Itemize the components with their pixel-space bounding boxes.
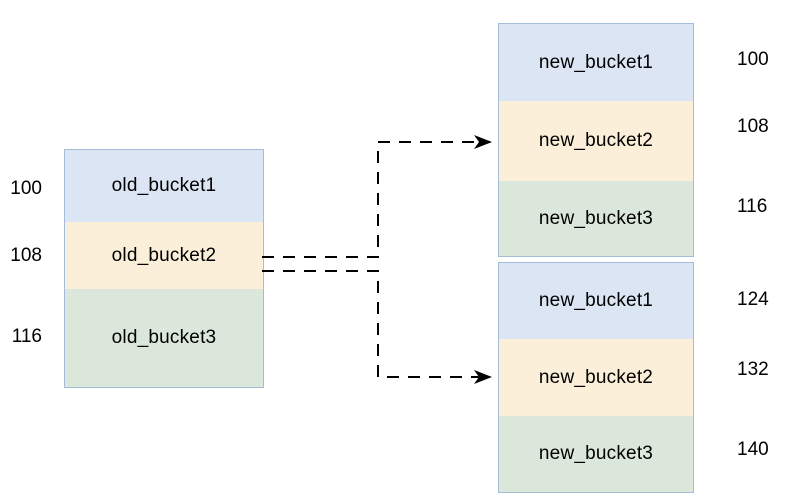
new-bucket1-top-row: new_bucket1	[499, 24, 693, 101]
new-bucket1-bottom-label: new_bucket1	[538, 290, 654, 311]
new-bucket2-bottom-row: new_bucket2	[499, 339, 693, 416]
new-address-3: 116	[737, 196, 768, 217]
old-address-2: 108	[10, 245, 42, 266]
new-address-5: 132	[737, 359, 769, 380]
old-bucket-table: old_bucket1 old_bucket2 old_bucket3	[64, 149, 264, 388]
old-bucket1-row: old_bucket1	[65, 150, 263, 222]
new-bucket3-bottom-row: new_bucket3	[499, 416, 693, 492]
new-bucket-table-top: new_bucket1 new_bucket2 new_bucket3	[498, 23, 694, 257]
old-bucket2-row: old_bucket2	[65, 222, 263, 289]
new-bucket1-top-label: new_bucket1	[538, 51, 654, 73]
connector-old-bucket2-to-new-bucket2-top	[262, 135, 492, 258]
old-bucket2-label: old_bucket2	[111, 244, 217, 266]
new-address-2: 108	[737, 116, 769, 137]
new-bucket-table-bottom: new_bucket1 new_bucket2 new_bucket3	[498, 262, 694, 493]
old-address-1: 100	[10, 178, 42, 199]
new-bucket2-bottom-label: new_bucket2	[538, 366, 654, 388]
new-bucket2-top-row: new_bucket2	[499, 101, 693, 181]
old-bucket3-row: old_bucket3	[65, 289, 263, 387]
old-address-3: 116	[11, 326, 42, 347]
new-address-4: 124	[737, 289, 769, 310]
new-bucket3-top-row: new_bucket3	[499, 181, 693, 256]
new-bucket3-top-label: new_bucket3	[538, 207, 654, 229]
connector-old-bucket2-to-new-bucket2-bottom	[262, 270, 492, 384]
new-address-1: 100	[737, 49, 769, 70]
new-bucket1-bottom-row: new_bucket1	[499, 263, 693, 339]
old-bucket3-label: old_bucket3	[111, 327, 217, 348]
new-bucket3-bottom-label: new_bucket3	[538, 443, 654, 464]
new-address-6: 140	[737, 439, 769, 460]
old-bucket1-label: old_bucket1	[111, 175, 217, 196]
new-bucket2-top-label: new_bucket2	[538, 130, 654, 151]
